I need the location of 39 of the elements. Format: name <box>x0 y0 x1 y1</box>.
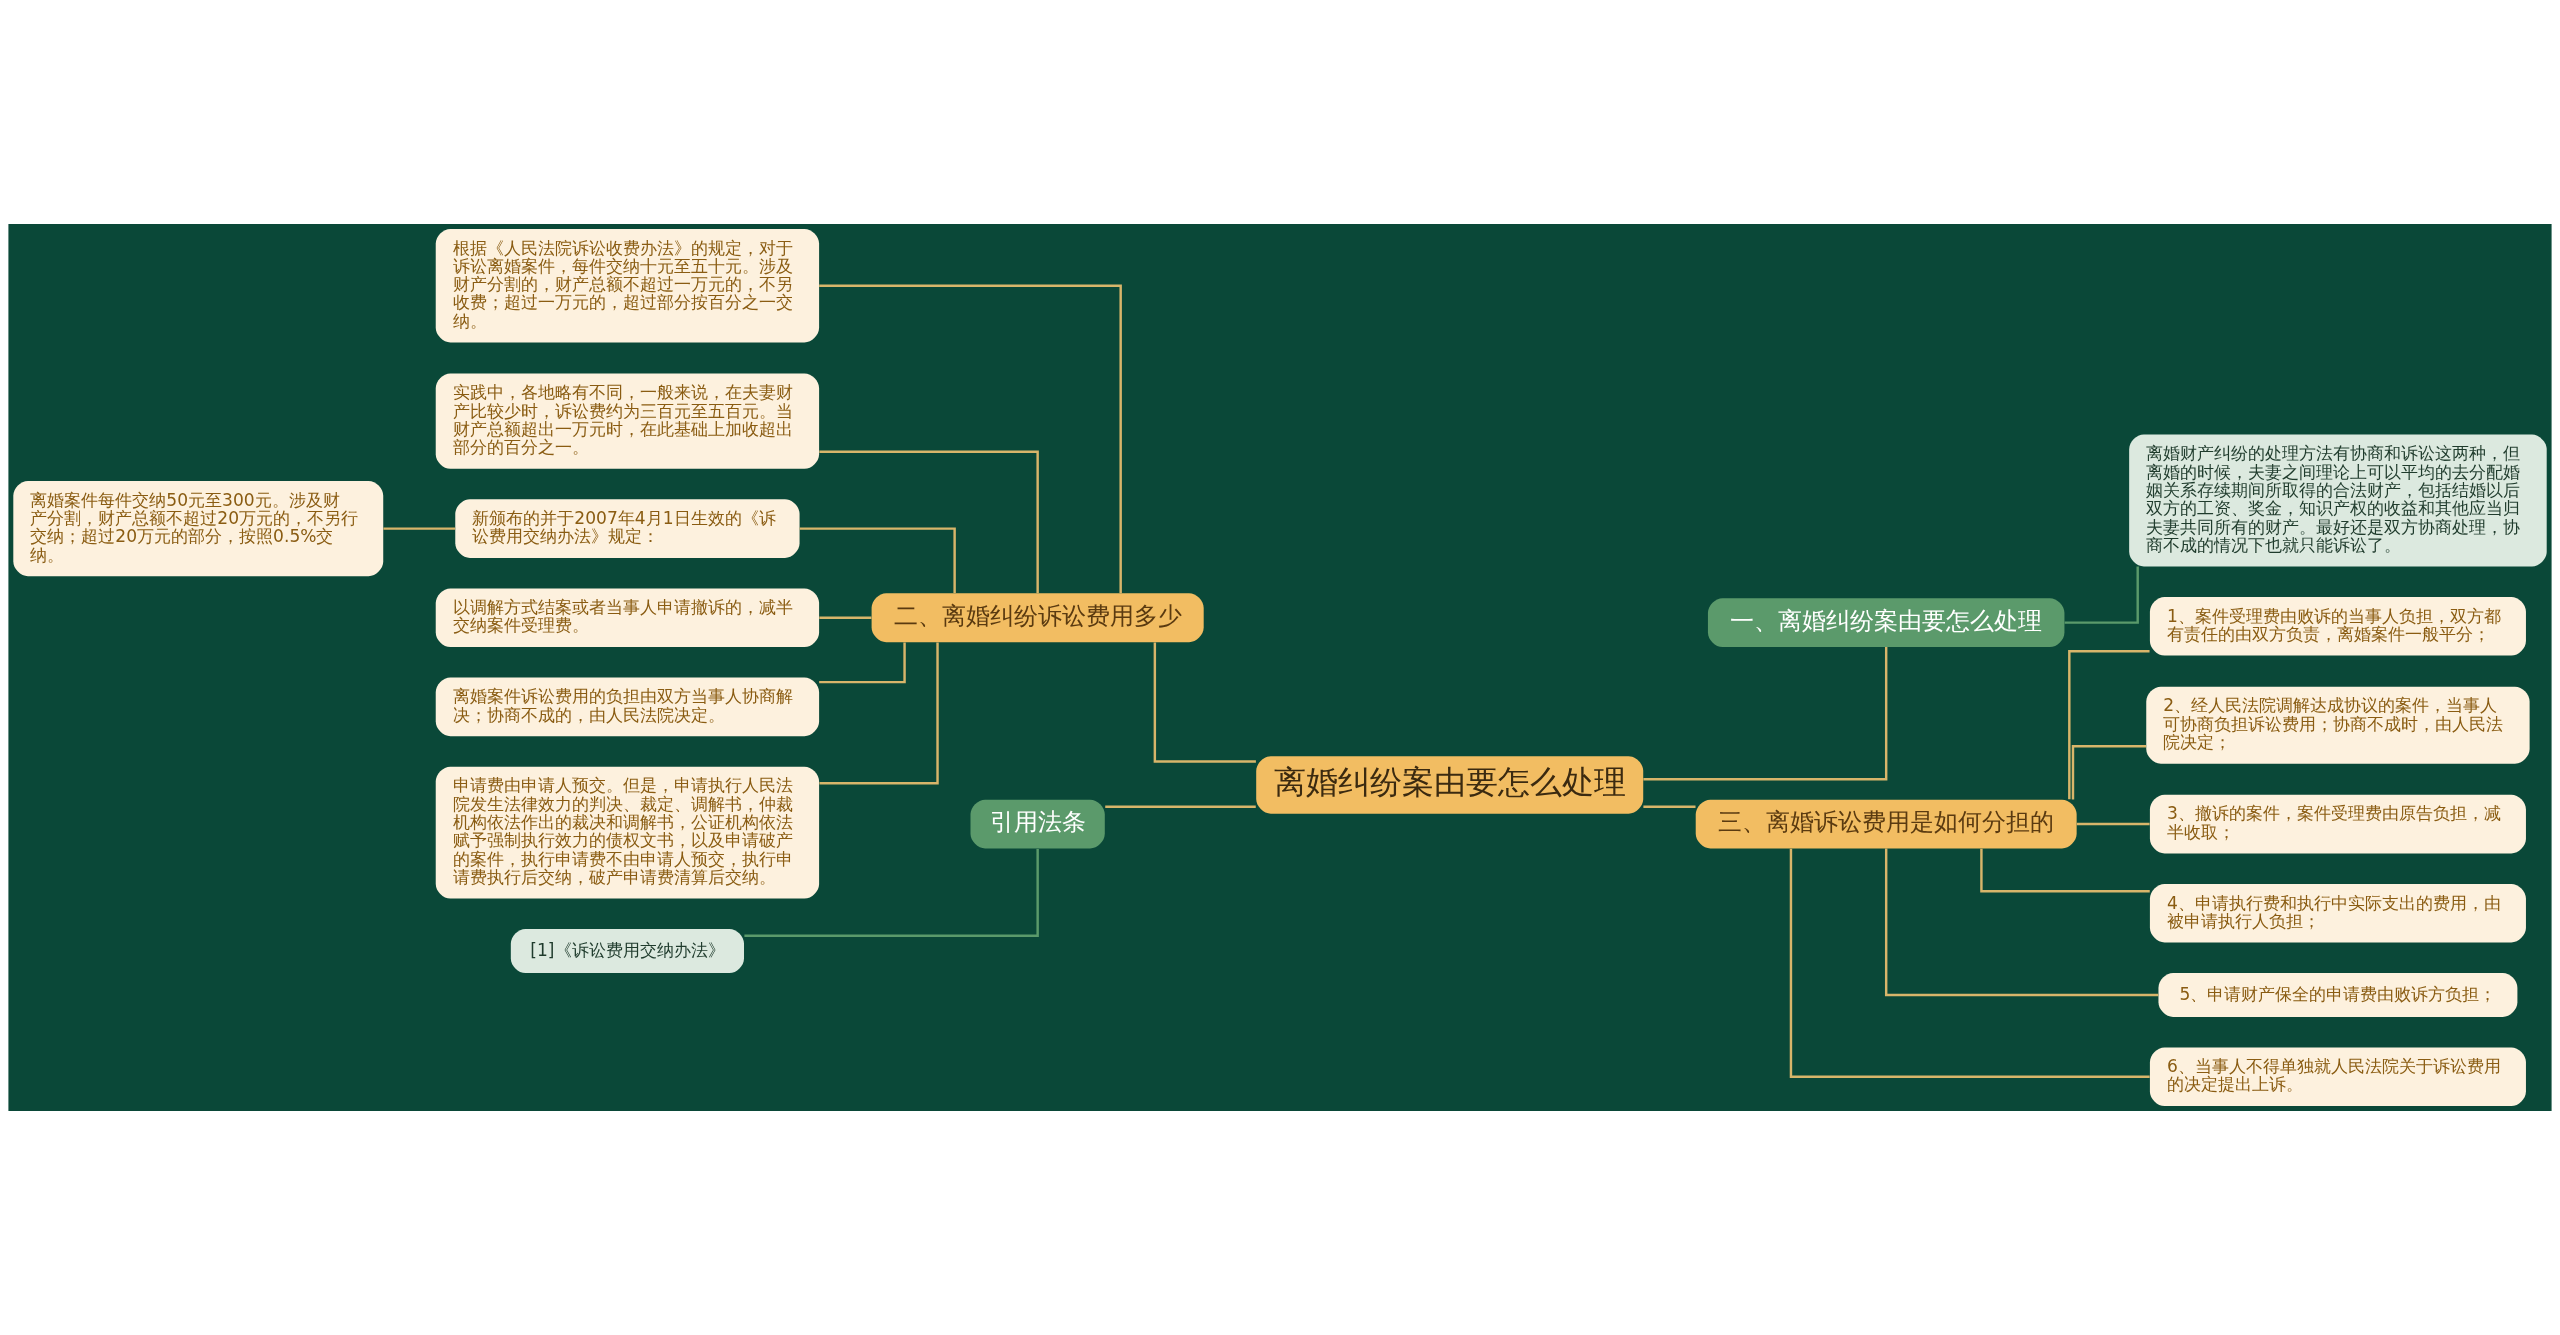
connector <box>1643 805 1696 808</box>
node-box: 1、案件受理费由败诉的当事人负担，双方都有责任的由双方负责，离婚案件一般平分； <box>2149 597 2526 656</box>
connector <box>819 450 1039 594</box>
connector <box>744 848 1039 937</box>
node-box: 6、当事人不得单独就人民法院关于诉讼费用的决定提出上诉。 <box>2149 1047 2526 1107</box>
connector <box>383 527 456 530</box>
node-box: 三、离婚诉讼费用是如何分担的 <box>1695 799 2077 849</box>
node-box: 离婚纠纷案由要怎么处理 <box>1256 756 1644 814</box>
connector <box>1884 848 2159 997</box>
node-box: 2、经人民法院调解达成协议的案件，当事人可协商负担诉讼费用；协商不成时，由人民法院决定； <box>2146 686 2530 764</box>
connector <box>819 616 872 619</box>
node-box: 引用法条 <box>970 799 1105 849</box>
node-box: 二、离婚纠纷诉讼费用多少 <box>871 593 1204 643</box>
connector <box>2076 822 2150 826</box>
node-box: 一、离婚纠纷案由要怎么处理 <box>1707 598 2065 648</box>
connector <box>2064 566 2139 624</box>
connector <box>1153 642 1256 763</box>
node-box: [1]《诉讼费用交纳办法》 <box>510 929 744 974</box>
connector <box>819 642 939 785</box>
connector <box>799 527 956 593</box>
connector <box>1105 805 1256 808</box>
connector <box>1789 848 2150 1079</box>
node-box: 根据《人民法院诉讼收费办法》的规定，对于诉讼离婚案件，每件交纳十元至五十元。涉及财产分割的，财产总额不超过一万元的，不另收费；超过一万元的，超过部分按百分之一交纳。 <box>435 228 820 343</box>
node-box: 离婚案件诉讼费用的负担由双方当事人协商解决；协商不成的，由人民法院决定。 <box>435 677 820 737</box>
connector <box>2071 745 2147 800</box>
node-box: 新颁布的并于2007年4月1日生效的《诉讼费用交纳办法》规定： <box>455 499 800 558</box>
node-box: 申请费由申请人预交。但是，申请执行人民法院发生法律效力的判决、裁定、调解书，仲裁机构依法作出的裁决和调解书，公证机构依法赋予强制执行效力的债权文书，以及申请破产的案件，执行申请费不由申请人预交，执行申请费执行后交纳，破产申请费清算后交纳。 <box>435 766 820 899</box>
connector <box>1643 647 1888 781</box>
connector <box>2068 650 2150 800</box>
node-box: 5、申请财产保全的申请费由败诉方负担； <box>2158 973 2518 1017</box>
node-box: 4、申请执行费和执行中实际支出的费用，由被申请执行人负担； <box>2149 883 2526 943</box>
node-box: 3、撤诉的案件，案件受理费由原告负担，减半收取； <box>2149 794 2526 854</box>
connector <box>819 284 1122 594</box>
node-box: 离婚财产纠纷的处理方法有协商和诉讼这两种，但离婚的时候，夫妻之间理论上可以平均的去分配婚姻关系存续期间所取得的合法财产，包括结婚以后双方的工资、奖金，知识产权的收益和其他应当归夫妻共同所有的财产。最好还是双方协商处理，协商不成的情况下也就只能诉讼了。 <box>2129 434 2547 567</box>
node-box: 以调解方式结案或者当事人申请撤诉的，减半交纳案件受理费。 <box>435 588 820 648</box>
node-box: 离婚案件每件交纳50元至300元。涉及财产分割，财产总额不超过20万元的，不另行交纳；超过20万元的部分，按照0.5%交纳。 <box>13 481 384 577</box>
connector <box>819 642 906 684</box>
node-box: 实践中，各地略有不同，一般来说，在夫妻财产比较少时，诉讼费约为三百元至五百元。当财产总额超出一万元时，在此基础上加收超出部分的百分之一。 <box>435 373 820 469</box>
connector <box>1980 848 2150 893</box>
